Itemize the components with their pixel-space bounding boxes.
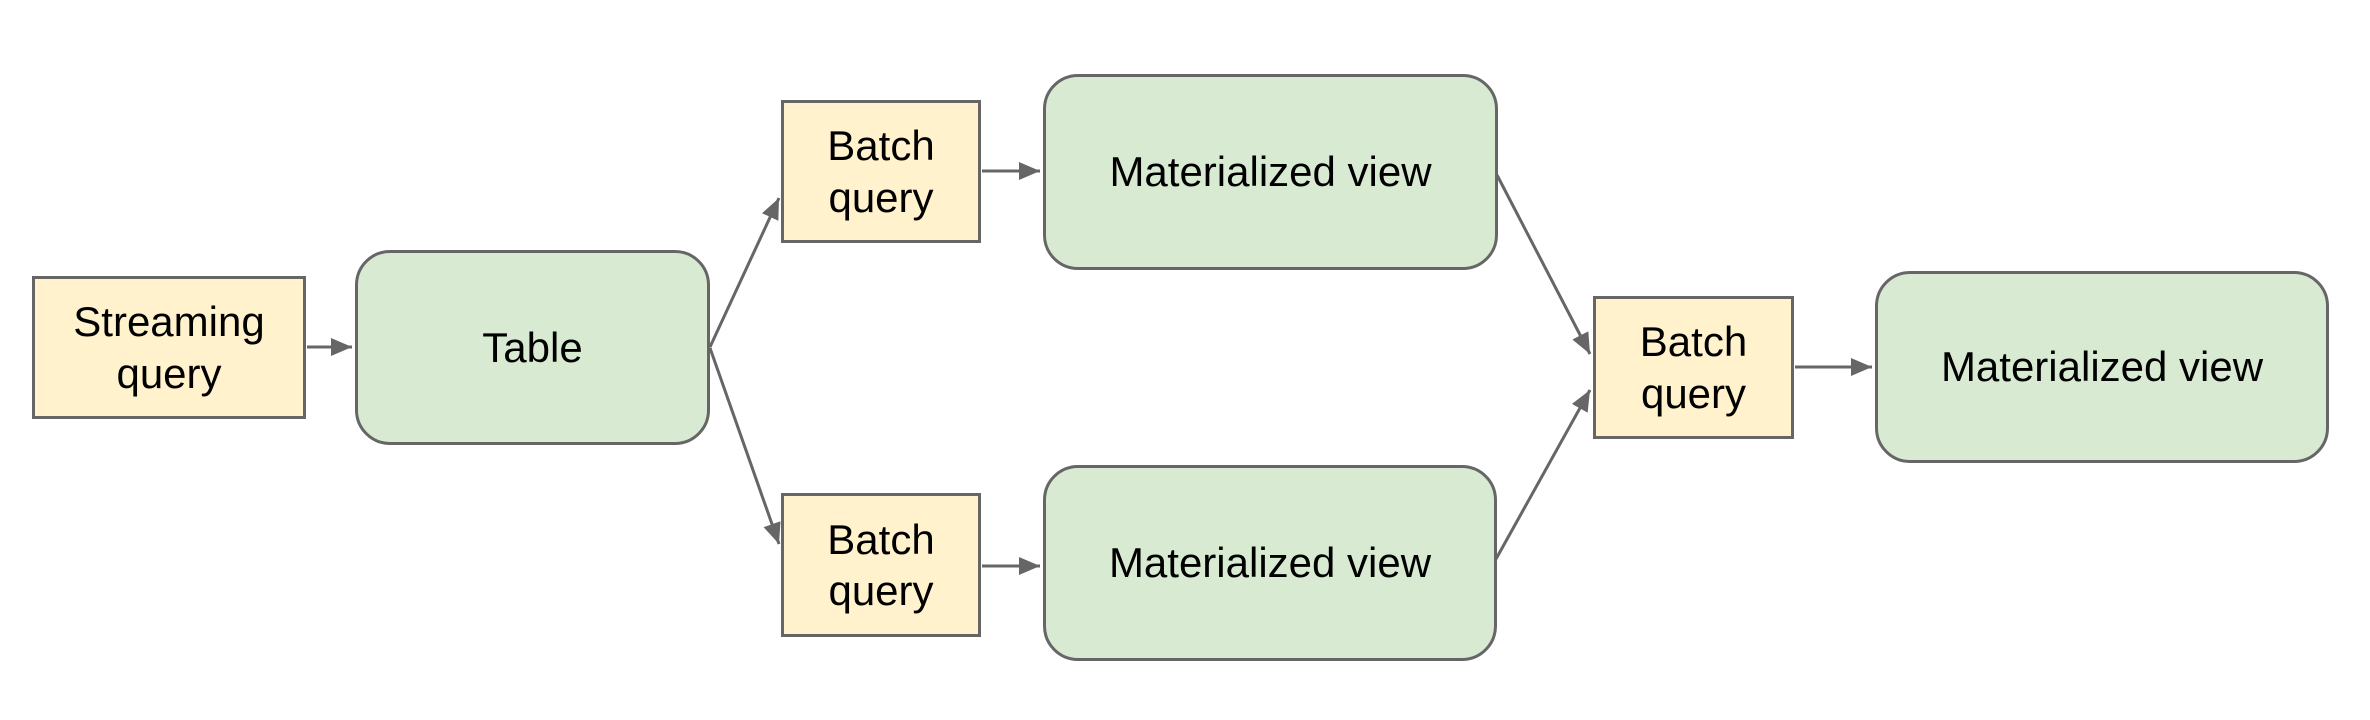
edge-table-to-batch-query-bottom xyxy=(708,347,781,545)
edge-table-to-batch-query-top xyxy=(708,197,781,348)
node-batch-query-top: Batch query xyxy=(781,100,981,243)
node-table-label: Table xyxy=(482,323,583,371)
node-batch-query-bottom: Batch query xyxy=(781,493,981,637)
node-streaming-query: Streaming query xyxy=(32,276,306,419)
node-batch-query-bottom-label: Batch query xyxy=(827,515,935,614)
node-materialized-view-final-label: Materialized view xyxy=(1940,343,2264,391)
edge-materialized-view-bottom-to-batch-query-center xyxy=(1494,389,1592,560)
node-batch-query-center-label: Batch query xyxy=(1639,318,1748,417)
edge-materialized-view-top-to-batch-query-center xyxy=(1495,174,1592,355)
node-materialized-view-bottom: Materialized view xyxy=(1043,465,1497,661)
node-table: Table xyxy=(355,250,710,445)
node-materialized-view-bottom-label: Materialized view xyxy=(1108,539,1432,587)
node-materialized-view-top-label: Materialized view xyxy=(1109,148,1432,196)
node-materialized-view-final: Materialized view xyxy=(1875,271,2329,463)
node-batch-query-center: Batch query xyxy=(1593,296,1794,439)
node-batch-query-top-label: Batch query xyxy=(827,122,935,221)
node-streaming-query-label: Streaming query xyxy=(73,298,265,397)
node-materialized-view-top: Materialized view xyxy=(1043,74,1498,270)
